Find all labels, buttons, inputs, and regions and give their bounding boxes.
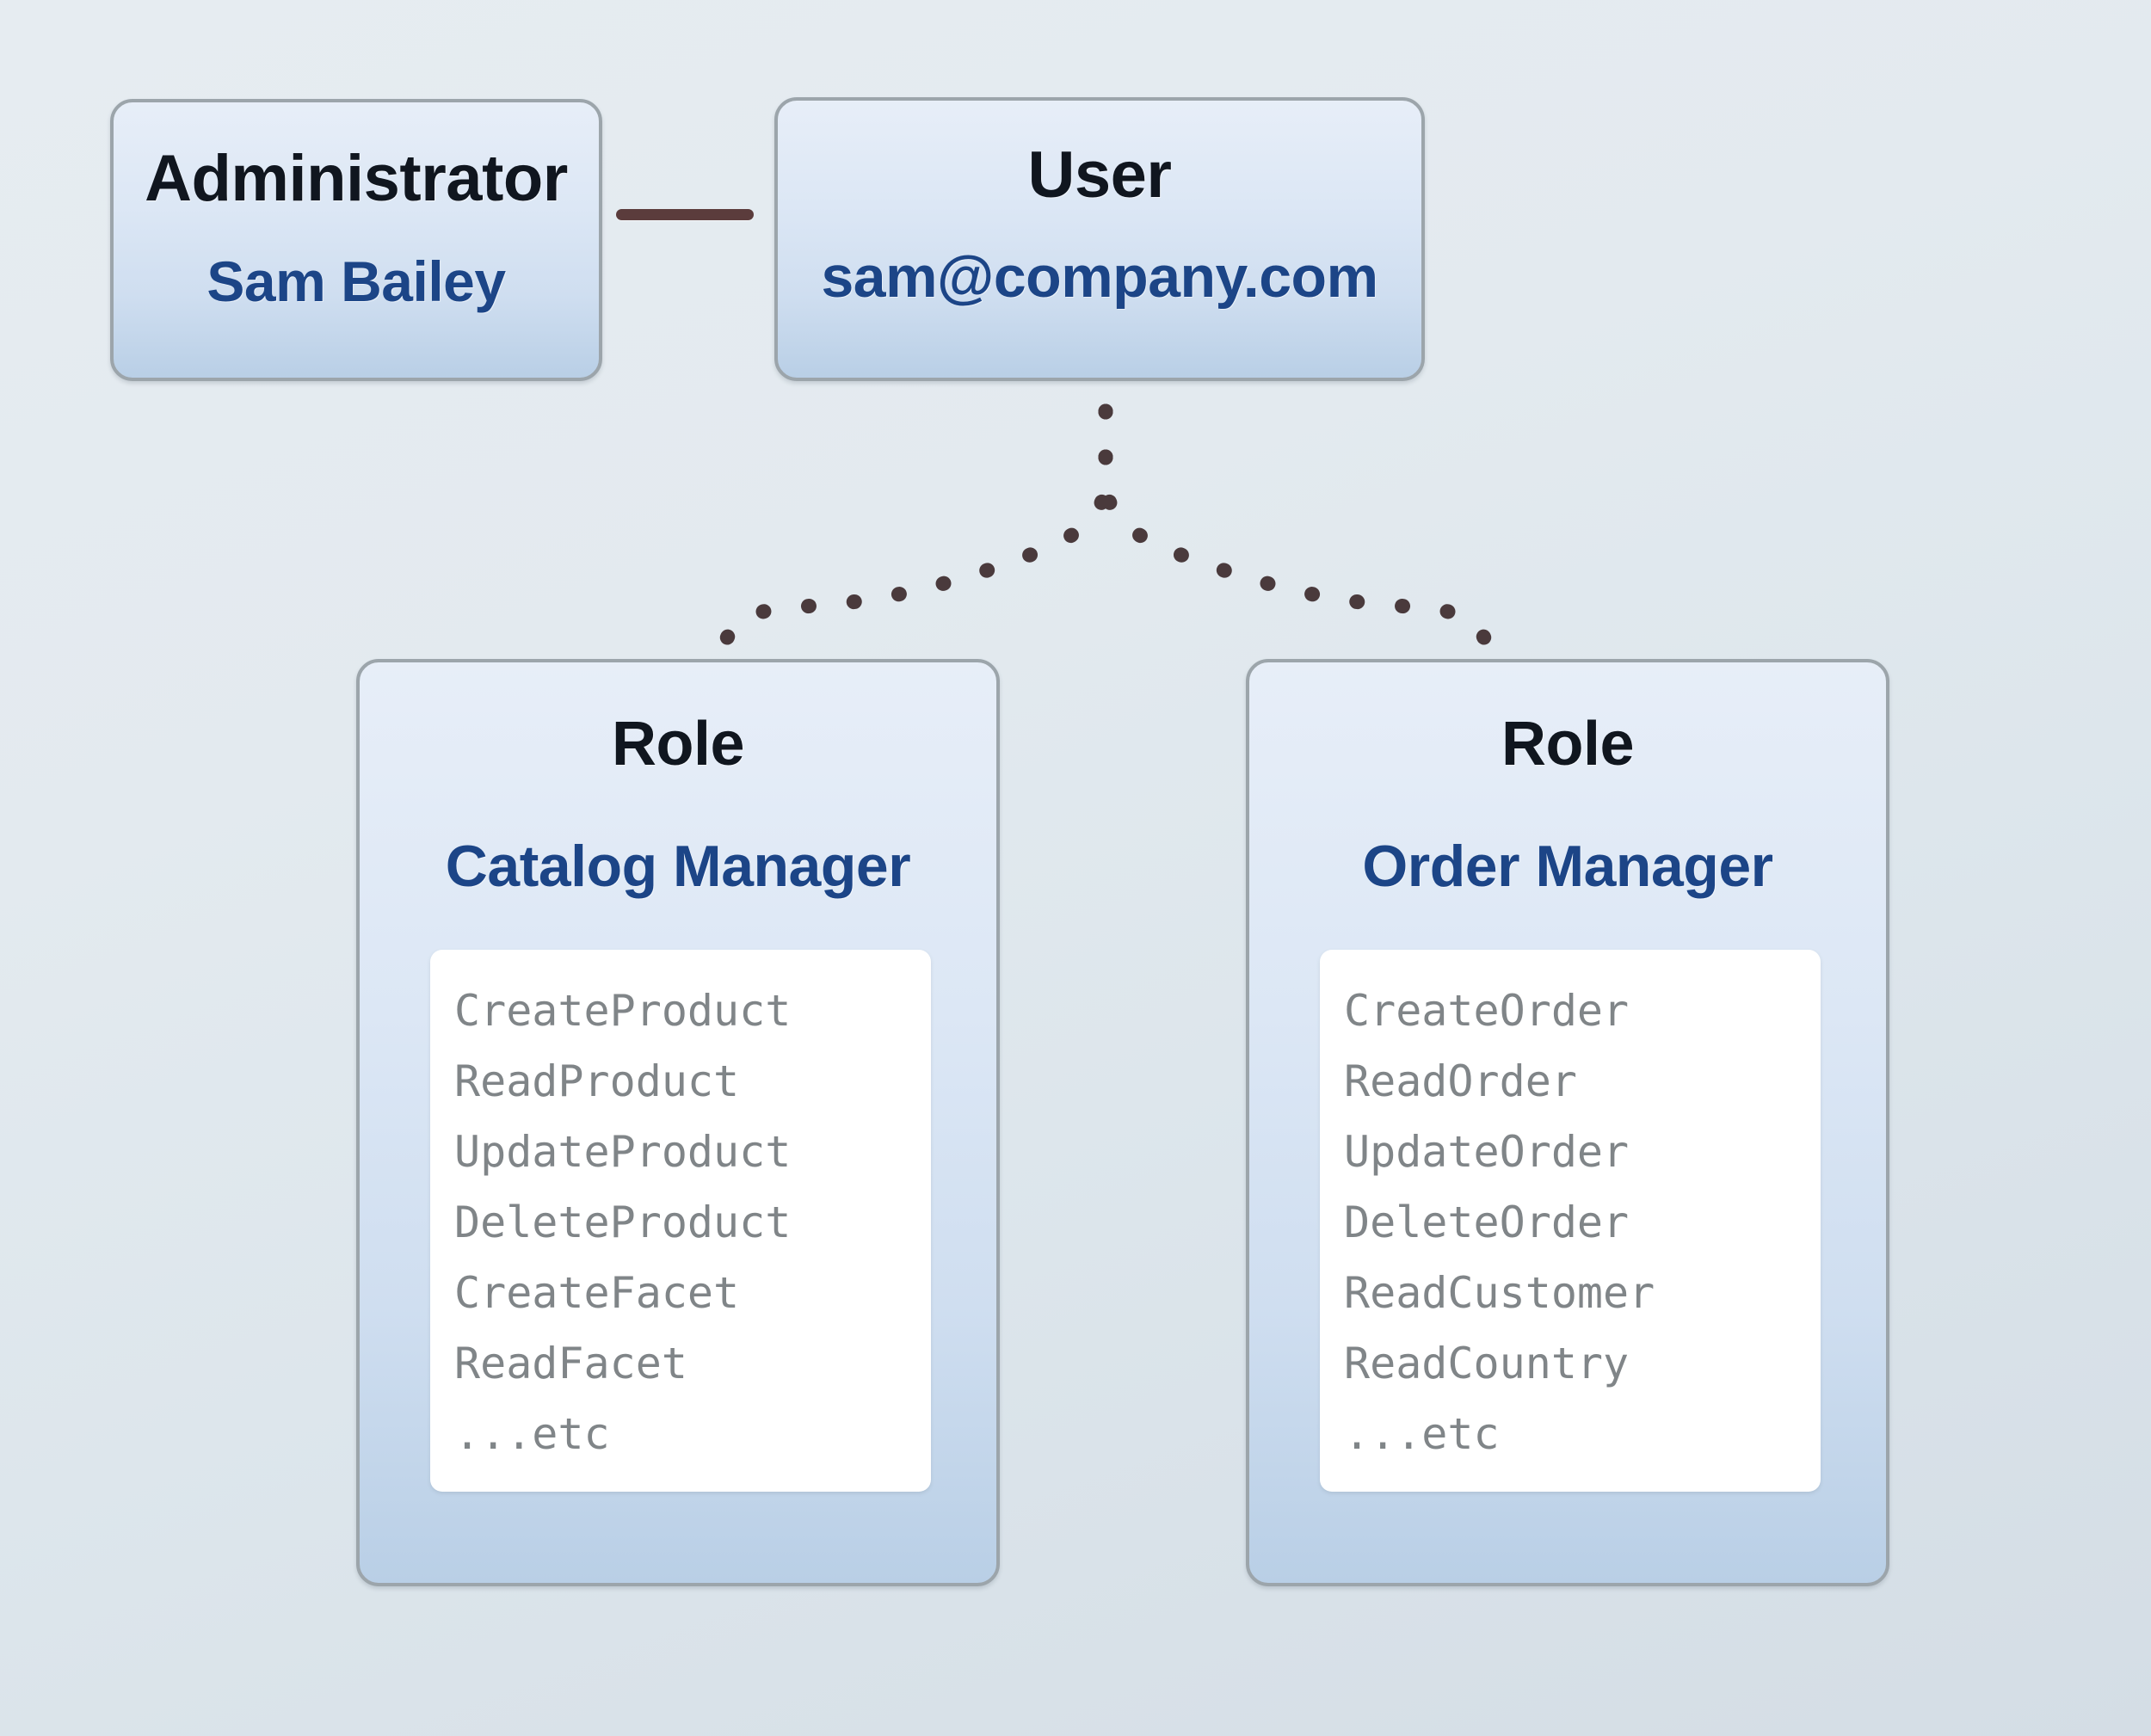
role-card-title: Role	[611, 710, 745, 779]
permission-item: ...etc	[1344, 1409, 1500, 1459]
permission-item: DeleteProduct	[454, 1197, 792, 1247]
connector-user-to-order-manager	[1098, 403, 1503, 670]
user-node[interactable]: User sam@company.com	[774, 97, 1425, 381]
permission-item: ReadProduct	[454, 1056, 740, 1106]
permission-item: ReadOrder	[1344, 1056, 1577, 1106]
role-card-name: Catalog Manager	[445, 834, 911, 899]
permission-item: DeleteOrder	[1344, 1197, 1630, 1247]
role-card-order-manager[interactable]: Role Order Manager CreateOrder ReadOrder…	[1246, 659, 1889, 1586]
administrator-user-connector	[616, 209, 754, 220]
permission-list: CreateProduct ReadProduct UpdateProduct …	[430, 950, 931, 1492]
administrator-node-title: Administrator	[145, 142, 568, 215]
permission-item: CreateFacet	[454, 1268, 740, 1318]
permission-item: ...etc	[454, 1409, 610, 1459]
role-card-name: Order Manager	[1362, 834, 1773, 899]
administrator-node-name: Sam Bailey	[206, 249, 506, 313]
connector-user-to-catalog-manager	[708, 403, 1113, 670]
permission-item: CreateOrder	[1344, 986, 1630, 1036]
permission-item: UpdateOrder	[1344, 1127, 1630, 1177]
permission-list: CreateOrder ReadOrder UpdateOrder Delete…	[1320, 950, 1821, 1492]
role-card-catalog-manager[interactable]: Role Catalog Manager CreateProduct ReadP…	[356, 659, 1000, 1586]
administrator-node[interactable]: Administrator Sam Bailey	[110, 99, 602, 381]
permission-item: CreateProduct	[454, 986, 792, 1036]
permission-item: ReadFacet	[454, 1339, 687, 1388]
role-card-title: Role	[1501, 710, 1635, 779]
user-node-title: User	[1027, 139, 1173, 212]
user-node-email: sam@company.com	[821, 244, 1378, 310]
permission-item: UpdateProduct	[454, 1127, 792, 1177]
permission-item: ReadCustomer	[1344, 1268, 1655, 1318]
permission-item: ReadCountry	[1344, 1339, 1630, 1388]
